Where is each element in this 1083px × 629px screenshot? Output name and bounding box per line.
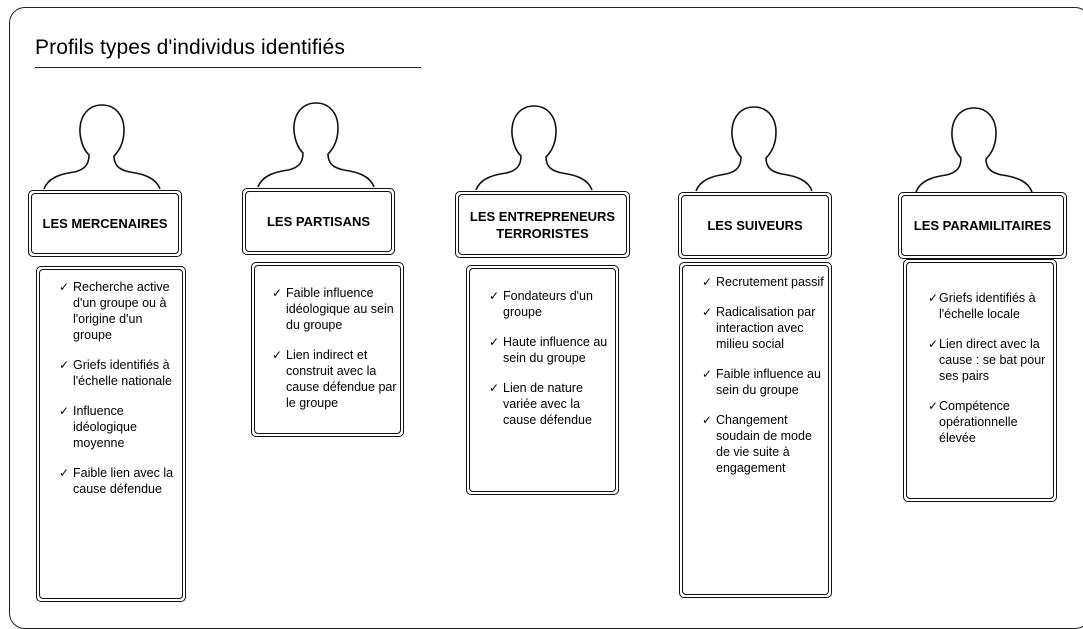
list-item: Faible influence au sein du groupe <box>702 366 828 398</box>
profile-header-paramilitaires: LES PARAMILITAIRES <box>898 192 1067 259</box>
trait-list: Griefs identifiés à l'échelle locale Lie… <box>928 290 1054 460</box>
list-item: Haute influence au sein du groupe <box>489 334 615 366</box>
profile-traits-paramilitaires: Griefs identifiés à l'échelle locale Lie… <box>903 259 1057 502</box>
list-item: Compétence opérationnelle élevée <box>928 398 1054 446</box>
trait-list: Recrutement passif Radicalisation par in… <box>702 274 828 490</box>
profile-traits-partisans: Faible influence idéologique au sein du … <box>251 262 404 437</box>
profile-title: LES PARTISANS <box>266 214 371 229</box>
person-silhouette-icon <box>915 107 1033 193</box>
profile-title: LES PARAMILITAIRES <box>913 218 1052 233</box>
person-silhouette-icon <box>475 105 593 191</box>
list-item: Recrutement passif <box>702 274 828 290</box>
profile-header-mercenaires: LES MERCENAIRES <box>28 190 182 257</box>
list-item: Changement soudain de mode de vie suite … <box>702 412 828 476</box>
profile-header-partisans: LES PARTISANS <box>242 188 395 255</box>
person-silhouette-icon <box>257 102 375 188</box>
profile-traits-suiveurs: Recrutement passif Radicalisation par in… <box>679 262 832 598</box>
list-item: Lien indirect et construit avec la cause… <box>272 347 400 411</box>
trait-list: Faible influence idéologique au sein du … <box>272 285 400 425</box>
list-item: Radicalisation par interaction avec mili… <box>702 304 828 352</box>
trait-list: Fondateurs d'un groupe Haute influence a… <box>489 288 615 442</box>
list-item: Griefs identifiés à l'échelle nationale <box>59 357 181 389</box>
profile-title: LES MERCENAIRES <box>42 216 168 231</box>
profile-title: LES SUIVEURS <box>707 218 803 233</box>
list-item: Influence idéologique moyenne <box>59 403 181 451</box>
list-item: Griefs identifiés à l'échelle locale <box>928 290 1054 322</box>
list-item: Lien de nature variée avec la cause défe… <box>489 380 615 428</box>
title-underline <box>35 67 421 68</box>
profile-traits-entrepreneurs: Fondateurs d'un groupe Haute influence a… <box>466 265 619 495</box>
profile-title: LES ENTREPRENEURS TERRORISTES <box>469 208 616 241</box>
list-item: Recherche active d'un groupe ou à l'orig… <box>59 279 181 343</box>
list-item: Faible influence idéologique au sein du … <box>272 285 400 333</box>
profile-header-entrepreneurs: LES ENTREPRENEURS TERRORISTES <box>455 191 630 258</box>
page-title: Profils types d'individus identifiés <box>35 36 345 59</box>
trait-list: Recherche active d'un groupe ou à l'orig… <box>59 279 181 511</box>
person-silhouette-icon <box>695 106 813 192</box>
person-silhouette-icon <box>43 104 161 190</box>
profile-header-suiveurs: LES SUIVEURS <box>678 192 832 259</box>
list-item: Lien direct avec la cause : se bat pour … <box>928 336 1054 384</box>
list-item: Faible lien avec la cause défendue <box>59 465 181 497</box>
list-item: Fondateurs d'un groupe <box>489 288 615 320</box>
profile-traits-mercenaires: Recherche active d'un groupe ou à l'orig… <box>36 266 186 602</box>
